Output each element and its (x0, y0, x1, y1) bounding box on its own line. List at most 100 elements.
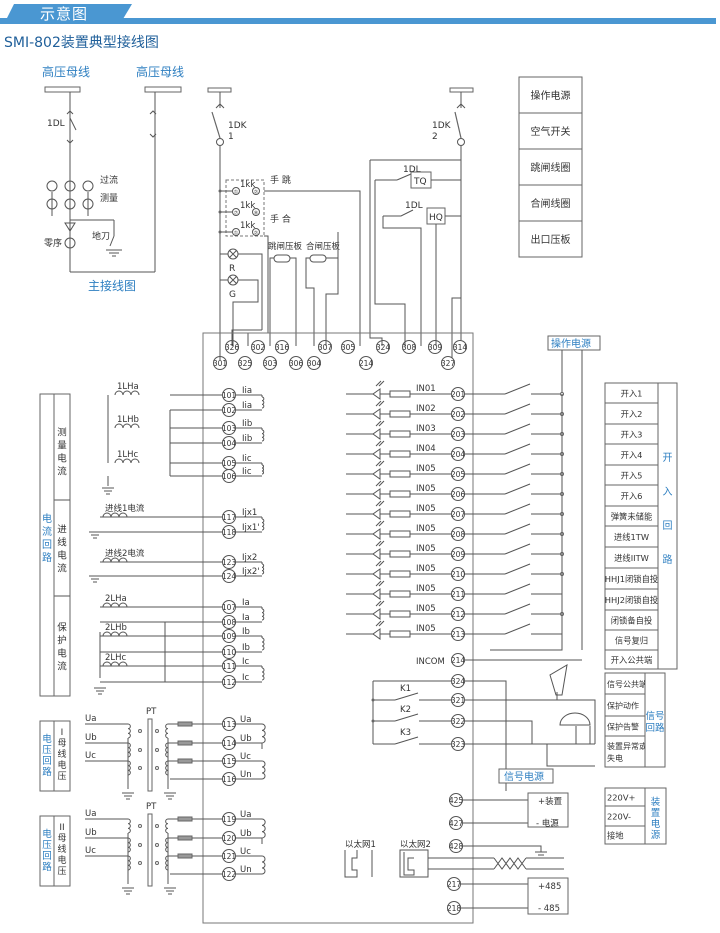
contact-label: K1 (400, 684, 411, 694)
voltage-terminal: 119 (222, 812, 236, 826)
legend-cell (518, 184, 583, 222)
terminal-circle (222, 772, 236, 786)
terminal-number: 325 (238, 359, 253, 368)
bus-voltage-label: 压 (57, 866, 66, 877)
switch1-num: 1 (228, 132, 234, 142)
terminal-circle (222, 421, 236, 435)
input-terminal: 201 (451, 387, 465, 401)
terminal-number: 110 (222, 648, 237, 657)
kk-contact (252, 228, 260, 236)
terminal-circle (402, 340, 416, 354)
led-rays (375, 380, 385, 387)
svg-text:⑧: ⑧ (254, 211, 259, 217)
terminal-number: 121 (222, 852, 237, 861)
input-name: IN05 (416, 624, 436, 634)
signal-terminal: 323 (451, 737, 465, 751)
terminal-circle (451, 653, 465, 667)
bus-voltage-label: 压 (57, 771, 66, 782)
terminal-circle (451, 587, 465, 601)
burden-coil (261, 667, 265, 681)
pt-secondary (165, 818, 169, 834)
ethernet1-port-icon (344, 850, 373, 878)
signal-power-label: 信号电源 (504, 770, 544, 783)
input-name: IN05 (416, 584, 436, 594)
signal-terminal: 321 (451, 693, 465, 707)
terminal-label: Iib (242, 419, 252, 429)
terminal-number: 105 (222, 459, 237, 468)
current-terminal: 111 (222, 659, 236, 673)
terminal-number: 306 (289, 359, 304, 368)
header-bar (0, 18, 716, 24)
pt-primary (127, 855, 131, 871)
led-rays (375, 520, 385, 527)
terminal-label: Ic (242, 673, 250, 683)
top-terminal: 326 (225, 340, 239, 354)
terminal-label: Ijx1' (242, 523, 260, 533)
terminal-number: 120 (222, 834, 237, 843)
terminal-circle (447, 901, 461, 915)
input-name: IN05 (416, 604, 436, 614)
pt-secondary (165, 723, 169, 739)
wire (504, 603, 531, 615)
voltage-terminal: 114 (222, 736, 237, 750)
input-terminal: 207 (451, 507, 465, 521)
phase-label: Ua (85, 714, 96, 724)
voltage-group-label: 电 (42, 828, 52, 840)
pt-core (147, 813, 153, 887)
led-rays (375, 620, 385, 627)
wire (504, 483, 531, 495)
terminal-circle (222, 525, 236, 539)
lamp-red-label: R (229, 264, 235, 274)
terminal-label: Ijx1 (242, 508, 257, 518)
ct-coil (102, 631, 128, 637)
dl2-label: 1DL (405, 201, 423, 211)
top-terminal: 307 (318, 340, 332, 354)
input-group-label: 路 (663, 553, 673, 566)
terminal-circle (341, 340, 355, 354)
terminal-circle (451, 407, 465, 421)
zero-seq-ct (64, 237, 76, 249)
input-table-label: 进线1TW (614, 532, 649, 542)
ct-label-measure: 测量 (100, 193, 118, 204)
terminal-label: Iia (242, 386, 252, 396)
zero-seq-label: 零序 (44, 237, 62, 249)
led-icon (372, 448, 381, 460)
terminal-number: 327 (441, 359, 456, 368)
input-name: IN04 (416, 444, 436, 454)
trip-plate-label: 跳闸压板 (268, 241, 303, 252)
wire (504, 503, 531, 515)
ct-label: 进线2电流 (105, 548, 145, 559)
voltage-terminal-label: Ub (240, 734, 252, 744)
supply-group-label: 源 (651, 830, 661, 841)
group-label: 流 (42, 525, 52, 538)
terminal-circle (222, 849, 236, 863)
input-table-label: 开入公共端 (611, 655, 653, 665)
led-icon (372, 508, 381, 520)
ct-group (46, 180, 94, 216)
main-wiring: 高压母线 高压母线 1DL 过流 测量 地刀 零序 主接线图 (42, 64, 184, 293)
led-icon (372, 628, 381, 640)
input-terminal: 202 (451, 407, 465, 421)
manual-close-label: 手 合 (270, 213, 291, 225)
burden-coil (261, 608, 265, 621)
input-name: IN05 (416, 524, 436, 534)
ct-coil (114, 423, 140, 429)
kk-contact (252, 187, 260, 195)
ground-icon (122, 887, 134, 895)
terminal-circle (263, 356, 277, 370)
device-power-minus: - 电源 (536, 818, 559, 829)
input-group-label: 开 (663, 453, 673, 464)
terminal-circle (222, 867, 236, 881)
ct-label: 2LHa (105, 594, 127, 604)
top-terminal: 325 (238, 356, 253, 370)
input-name: IN05 (416, 544, 436, 554)
resistor-icon (389, 590, 411, 598)
resistor-icon (389, 450, 411, 458)
input-terminal: 211 (451, 587, 465, 601)
wire (394, 713, 419, 722)
signal-circuit: 324321322323K1K2K3信号电源信号公共端保护动作保护告警装置异常或… (371, 664, 666, 791)
input-terminal: 208 (451, 527, 465, 541)
terminal-number: 114 (222, 739, 237, 748)
